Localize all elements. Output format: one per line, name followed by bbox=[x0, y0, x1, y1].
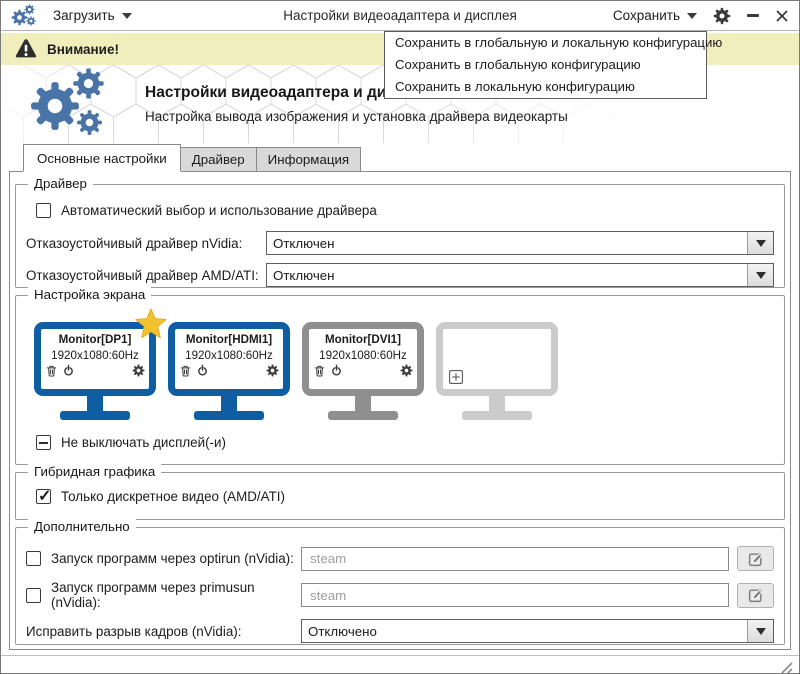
group-hybrid: Гибридная графика Только дискретное виде… bbox=[15, 464, 785, 520]
monitor-name: Monitor[DVI1] bbox=[325, 333, 401, 346]
optirun-label: Запуск программ через optirun (nVidia): bbox=[51, 551, 294, 566]
delete-monitor-icon[interactable] bbox=[179, 364, 192, 377]
power-monitor-icon[interactable] bbox=[62, 364, 75, 377]
group-additional-legend: Дополнительно bbox=[28, 519, 136, 534]
monitor-settings-icon[interactable] bbox=[400, 364, 413, 377]
tearing-fix-select[interactable]: Отключено bbox=[301, 619, 774, 643]
monitor-settings-icon[interactable] bbox=[266, 364, 279, 377]
minimize-button[interactable] bbox=[747, 14, 759, 17]
settings-gear-icon[interactable] bbox=[713, 7, 731, 25]
power-monitor-icon[interactable] bbox=[330, 364, 343, 377]
monitor-card-dvi1[interactable]: Monitor[DVI1] 1920x1080:60Hz bbox=[302, 322, 424, 420]
monitor-base bbox=[462, 411, 532, 420]
amd-failsafe-select[interactable]: Отключен bbox=[266, 263, 774, 287]
amd-failsafe-value: Отключен bbox=[273, 267, 335, 283]
monitor-base bbox=[60, 411, 130, 420]
monitor-stand bbox=[221, 396, 237, 411]
delete-monitor-icon[interactable] bbox=[313, 364, 326, 377]
primusun-label: Запуск программ через primusun (nVidia): bbox=[51, 580, 255, 610]
monitor-settings-icon[interactable] bbox=[132, 364, 145, 377]
edit-pencil-icon bbox=[748, 551, 764, 567]
monitor-resolution: 1920x1080:60Hz bbox=[185, 349, 273, 362]
page-title: Настройки видеоадаптера и дисплея bbox=[145, 84, 432, 101]
keep-display-on-label: Не выключать дисплей(-и) bbox=[61, 435, 226, 450]
nvidia-failsafe-value: Отключен bbox=[273, 235, 335, 251]
tab-pane: Драйвер Автоматический выбор и использов… bbox=[9, 171, 791, 650]
monitor-name: Monitor[DP1] bbox=[58, 333, 132, 346]
close-button[interactable] bbox=[775, 9, 789, 23]
tearing-fix-label: Исправить разрыв кадров (nVidia): bbox=[26, 623, 242, 639]
group-screen-legend: Настройка экрана bbox=[28, 287, 152, 302]
save-button-label: Сохранить bbox=[612, 8, 680, 23]
title-bar: Настройки видеоадаптера и дисплея Загруз… bbox=[1, 1, 799, 31]
monitor-resolution: 1920x1080:60Hz bbox=[319, 349, 407, 362]
tab-strip: Основные настройки Драйвер Информация bbox=[1, 144, 799, 172]
tab-information[interactable]: Информация bbox=[255, 147, 362, 172]
menu-item-save-global[interactable]: Сохранить в глобальную конфигурацию bbox=[395, 57, 641, 72]
app-gears-icon bbox=[11, 3, 39, 29]
group-screen: Настройка экрана Monitor[DP1] 1920x1080:… bbox=[15, 287, 785, 465]
group-additional: Дополнительно Запуск программ через opti… bbox=[15, 519, 785, 645]
chevron-down-icon bbox=[121, 12, 132, 19]
chevron-down-icon bbox=[747, 232, 773, 254]
monitor-name: Monitor[HDMI1] bbox=[185, 333, 273, 346]
primusun-command-input[interactable] bbox=[301, 583, 729, 607]
chevron-down-icon bbox=[687, 12, 697, 19]
edit-pencil-icon bbox=[748, 587, 764, 603]
chevron-down-icon bbox=[747, 264, 773, 286]
load-button-label: Загрузить bbox=[53, 8, 115, 23]
amd-failsafe-label: Отказоустойчивый драйвер AMD/ATI: bbox=[26, 267, 259, 283]
monitor-resolution: 1920x1080:60Hz bbox=[51, 349, 139, 362]
save-button[interactable]: Сохранить bbox=[613, 8, 697, 23]
page-subtitle: Настройка вывода изображения и установка… bbox=[145, 109, 568, 124]
nvidia-failsafe-select[interactable]: Отключен bbox=[266, 231, 774, 255]
auto-driver-label: Автоматический выбор и использование дра… bbox=[61, 203, 377, 218]
status-bar bbox=[1, 655, 799, 674]
group-hybrid-legend: Гибридная графика bbox=[28, 464, 162, 479]
monitor-stand bbox=[87, 396, 103, 411]
optirun-edit-button[interactable] bbox=[737, 546, 774, 571]
optirun-checkbox[interactable] bbox=[26, 551, 41, 566]
auto-driver-checkbox[interactable] bbox=[36, 203, 51, 218]
monitor-stand bbox=[355, 396, 371, 411]
discrete-video-label: Только дискретное видео (AMD/ATI) bbox=[61, 489, 285, 504]
primusun-edit-button[interactable] bbox=[737, 582, 774, 608]
resize-grip[interactable] bbox=[780, 661, 793, 674]
primusun-checkbox[interactable] bbox=[26, 587, 41, 603]
optirun-command-input[interactable] bbox=[301, 546, 729, 571]
monitor-base bbox=[328, 411, 398, 420]
load-button[interactable]: Загрузить bbox=[53, 8, 132, 23]
warning-triangle-icon bbox=[15, 38, 37, 60]
keep-display-on-checkbox[interactable] bbox=[36, 435, 51, 450]
tab-main-settings[interactable]: Основные настройки bbox=[23, 144, 181, 172]
group-driver-legend: Драйвер bbox=[28, 176, 93, 191]
monitor-base bbox=[194, 411, 264, 420]
menu-item-save-global-local[interactable]: Сохранить в глобальную и локальную конфи… bbox=[395, 35, 723, 50]
chevron-down-icon bbox=[747, 620, 773, 642]
save-dropdown-menu: Сохранить в глобальную и локальную конфи… bbox=[384, 31, 723, 99]
tab-driver[interactable]: Драйвер bbox=[179, 147, 257, 172]
monitor-card-hdmi1[interactable]: Monitor[HDMI1] 1920x1080:60Hz bbox=[168, 322, 290, 420]
monitor-stand bbox=[489, 396, 505, 411]
delete-monitor-icon[interactable] bbox=[45, 364, 58, 377]
page-gears-icon bbox=[29, 67, 117, 141]
primary-star-icon bbox=[135, 308, 167, 340]
group-driver: Драйвер Автоматический выбор и использов… bbox=[15, 176, 785, 288]
warning-text: Внимание! bbox=[47, 41, 119, 57]
monitor-card-empty[interactable] bbox=[436, 322, 558, 420]
discrete-video-checkbox[interactable] bbox=[36, 486, 51, 506]
power-monitor-icon[interactable] bbox=[196, 364, 209, 377]
monitor-card-dp1[interactable]: Monitor[DP1] 1920x1080:60Hz bbox=[34, 322, 156, 420]
nvidia-failsafe-label: Отказоустойчивый драйвер nVidia: bbox=[26, 235, 243, 251]
tearing-fix-value: Отключено bbox=[308, 623, 377, 639]
add-monitor-icon[interactable] bbox=[448, 369, 464, 385]
menu-item-save-local[interactable]: Сохранить в локальную конфигурацию bbox=[395, 79, 635, 94]
